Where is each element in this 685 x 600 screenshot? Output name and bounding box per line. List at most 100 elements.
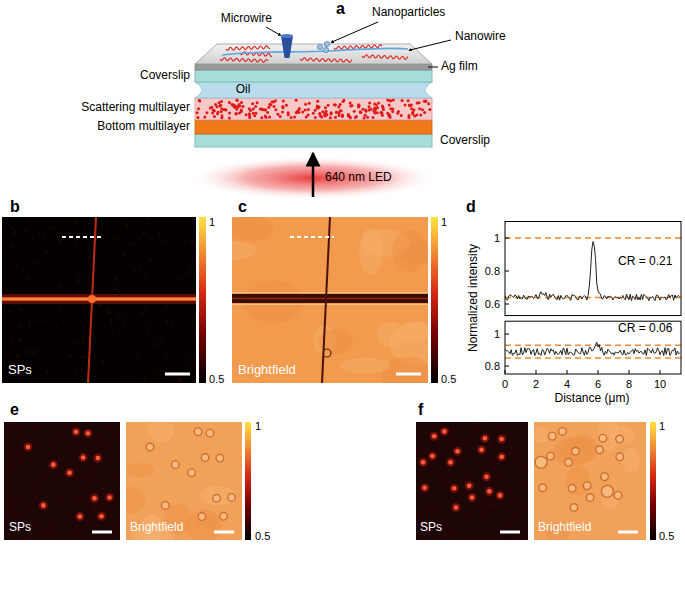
noise-speck [109,319,111,321]
scatterer-dot [241,105,244,108]
particle-ring [539,484,547,492]
noise-speck [505,432,507,434]
background-blotch [622,448,640,474]
wire-glow [2,294,196,304]
axis-tick [505,366,509,367]
scatterer-dot [357,104,360,107]
particle-spot [432,434,437,439]
particle-glow [83,429,92,438]
noise-speck [20,324,22,326]
scatterer-dot [215,105,218,108]
noise-speck [474,490,476,492]
image-background [534,422,646,540]
image-background [416,422,528,540]
particle-glow [468,493,477,502]
scatterer-dot [339,103,342,106]
plasmon-wave [226,46,270,51]
scatterer-dot [259,107,262,110]
noise-speck [487,521,489,523]
noise-speck [462,462,464,464]
noise-speck [90,537,92,539]
noise-speck [150,258,152,260]
scattering-multilayer [195,98,432,120]
noise-speck [9,515,11,517]
noise-speck [164,240,166,242]
image-label: SPs [420,521,442,534]
scatterer-dot [274,108,277,111]
noise-speck [82,355,84,357]
leader-line [428,67,438,68]
particle-ring [194,428,202,436]
noise-speck [123,254,125,256]
scatterer-dot [318,112,321,115]
particle-spot [107,495,112,500]
particle-spot [483,436,488,441]
noise-speck [446,465,448,467]
wire-edge [232,304,428,305]
noise-speck [29,320,31,322]
noise-speck [117,312,119,314]
noise-speck [123,217,125,219]
background-blotch [381,357,428,383]
noise-speck [457,500,459,502]
noise-speck [513,518,515,520]
noise-speck [90,456,92,458]
noise-speck [441,425,443,427]
coverslip-layer [195,134,432,147]
noise-speck [12,227,14,229]
particle-glow [465,481,474,490]
noise-speck [467,445,469,447]
axis-tick [505,370,506,374]
noise-speck [57,497,59,499]
scatterer-dot [228,101,231,104]
scatterer-dot [230,103,233,106]
noise-speck [494,458,496,460]
noise-speck [75,247,77,249]
scatterer-dot [428,108,431,111]
scatterer-dot [413,114,416,117]
noise-speck [33,349,35,351]
profile-curve [505,241,680,300]
background-blotch [377,322,406,348]
particle-spot [67,470,72,475]
particle-glow [105,493,114,502]
scatterer-dot [359,110,362,113]
scatterer-dot [264,114,267,117]
noise-speck [95,525,97,527]
scatterer-dot [268,115,271,118]
noise-speck [104,443,106,445]
noise-speck [8,429,10,431]
noise-speck [15,482,17,484]
noise-speck [438,538,440,540]
noise-speck [140,312,142,314]
noise-speck [464,481,466,483]
noise-speck [43,236,45,238]
scatterer-dot [297,108,300,111]
scale-bar [214,531,234,534]
bottom-multilayer [195,120,432,134]
noise-speck [75,441,77,443]
particle-spot [78,514,83,519]
noise-speck [112,520,114,522]
noise-speck [508,453,510,455]
noise-speck [444,479,446,481]
scatterer-dot [376,106,379,109]
scatterer-dot [281,105,284,108]
scatterer-dot [238,104,241,107]
colorbar [650,422,656,540]
noise-speck [81,368,83,370]
particle-spot [484,474,489,479]
noise-speck [159,370,161,372]
brightfield-image [126,422,242,540]
noise-speck [85,356,87,358]
scatterer-dot [357,103,360,106]
profile-line [290,236,334,238]
scatterer-dot [327,104,330,107]
noise-speck [189,273,191,275]
background-blotch [232,241,257,260]
scatterer-dot [386,112,389,115]
image-label: Brightfield [538,521,591,534]
wire-shadow [322,217,330,383]
scatterer-dot [338,110,341,113]
